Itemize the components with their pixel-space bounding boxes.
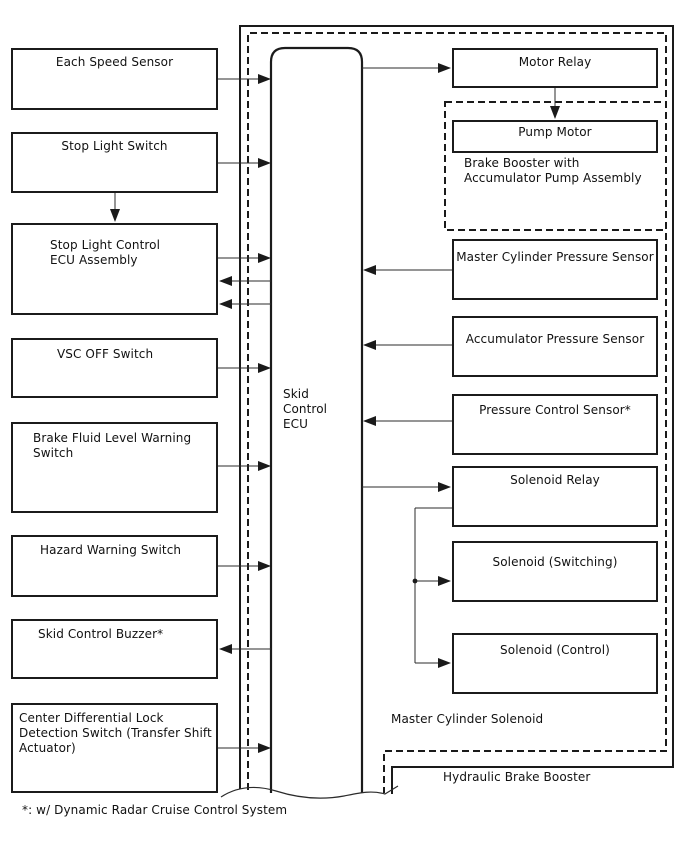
box-solenoid-switching: Solenoid (Switching) [452, 541, 658, 602]
stop-light-control-ecu-assembly-label: Stop Light Control ECU Assembly [50, 238, 161, 267]
hydraulic-brake-booster-dashed-boundary [247, 32, 667, 793]
footnote: *: w/ Dynamic Radar Cruise Control Syste… [22, 803, 288, 817]
box-each-speed-sensor: Each Speed Sensor [11, 48, 218, 110]
pressure-control-sensor-label: Pressure Control Sensor* [479, 403, 631, 417]
pump-motor-label: Pump Motor [518, 125, 592, 139]
skid-control-ecu-outline [269, 46, 364, 793]
box-vsc-off-switch: VSC OFF Switch [11, 338, 218, 398]
accumulator-pressure-sensor-label: Accumulator Pressure Sensor [465, 332, 645, 346]
box-skid-control-buzzer: Skid Control Buzzer* [11, 619, 218, 679]
box-solenoid-relay: Solenoid Relay [452, 466, 658, 527]
box-solenoid-control: Solenoid (Control) [452, 633, 658, 694]
left-connector-arrows [110, 74, 271, 753]
box-master-cylinder-pressure-sensor: Master Cylinder Pressure Sensor [452, 239, 658, 300]
solenoid-relay-label: Solenoid Relay [510, 473, 600, 487]
box-stop-light-switch: Stop Light Switch [11, 132, 218, 193]
master-cylinder-solenoid-region-label: Master Cylinder Solenoid [391, 712, 544, 726]
solenoid-control-label: Solenoid (Control) [500, 643, 610, 657]
box-hazard-warning-switch: Hazard Warning Switch [11, 535, 218, 597]
box-pump-motor: Pump Motor [452, 120, 658, 153]
box-brake-fluid-level-warning-switch: Brake Fluid Level Warning Switch [11, 422, 218, 513]
torn-edge [220, 785, 399, 799]
skid-control-buzzer-label: Skid Control Buzzer* [38, 627, 164, 641]
box-pressure-control-sensor: Pressure Control Sensor* [452, 394, 658, 455]
hydraulic-brake-booster-region-label: Hydraulic Brake Booster [443, 770, 591, 784]
box-accumulator-pressure-sensor: Accumulator Pressure Sensor [452, 316, 658, 377]
box-motor-relay: Motor Relay [452, 48, 658, 88]
motor-relay-label: Motor Relay [518, 55, 592, 69]
stop-light-switch-label: Stop Light Switch [61, 139, 168, 153]
skid-control-ecu-label: Skid Control ECU [283, 387, 328, 431]
master-cylinder-pressure-sensor-label: Master Cylinder Pressure Sensor [456, 250, 654, 264]
brake-booster-assembly-region-label: Brake Booster with Accumulator Pump Asse… [464, 156, 642, 185]
box-center-differential-lock-detection-switch: Center Differential Lock Detection Switc… [11, 703, 218, 793]
solenoid-switching-label: Solenoid (Switching) [492, 555, 618, 569]
hazard-warning-switch-label: Hazard Warning Switch [40, 543, 182, 557]
center-differential-lock-detection-switch-label: Center Differential Lock Detection Switc… [19, 711, 212, 755]
each-speed-sensor-label: Each Speed Sensor [55, 55, 174, 69]
box-stop-light-control-ecu-assembly: Stop Light Control ECU Assembly [11, 223, 218, 315]
branch-junction-dot [412, 578, 418, 584]
right-connector-arrows [362, 63, 560, 668]
vsc-off-switch-label: VSC OFF Switch [57, 347, 154, 361]
brake-fluid-level-warning-switch-label: Brake Fluid Level Warning Switch [33, 431, 192, 460]
outer-solid-boundary [239, 25, 674, 794]
